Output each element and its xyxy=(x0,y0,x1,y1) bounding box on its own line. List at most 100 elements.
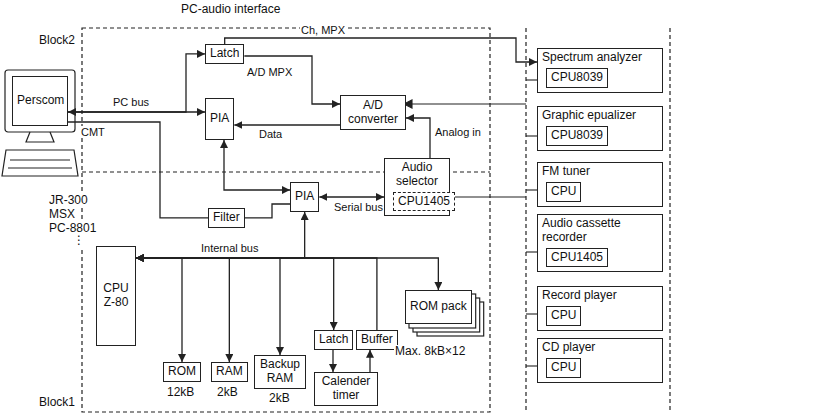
signal-connector xyxy=(319,196,384,197)
serial-bus-line xyxy=(525,28,526,412)
block-box: Latch xyxy=(205,44,244,64)
box-text: Perscom xyxy=(17,94,63,108)
signal-label: Internal bus xyxy=(200,242,259,254)
box-text: Buffer xyxy=(361,333,393,347)
block-box: Backup RAM xyxy=(254,355,306,389)
annotation-label: MSX xyxy=(48,208,76,221)
block-box: Record playerCPU xyxy=(537,286,663,331)
cpu-box: CPU1405 xyxy=(393,192,455,212)
signal-connector xyxy=(245,204,290,218)
block-box: Spectrum analyzerCPU8039 xyxy=(537,48,663,93)
box-text: ROM xyxy=(168,365,196,379)
box-text: Backup RAM xyxy=(259,358,301,386)
cpu-box: CPU1405 xyxy=(546,248,608,268)
annotation-label: 2kB xyxy=(216,386,239,399)
signal-connector xyxy=(68,54,205,112)
device-stub xyxy=(526,365,537,366)
analog-line xyxy=(412,103,526,104)
monitor-stand xyxy=(26,132,54,142)
cpu-box: CPU xyxy=(546,358,581,378)
box-text: CD player xyxy=(542,341,658,355)
box-text: CPU8039 xyxy=(551,71,603,85)
box-text: CPU1405 xyxy=(398,195,450,209)
serial-bus-stub xyxy=(450,196,526,197)
signal-connector xyxy=(136,258,280,355)
device-stub xyxy=(526,251,537,252)
block-box: PIA xyxy=(290,182,319,212)
signal-connector xyxy=(406,118,430,158)
box-text: Calender timer xyxy=(319,375,373,403)
annotation-label: 12kB xyxy=(166,386,195,399)
block-box: PIA xyxy=(205,98,234,140)
box-text: Latch xyxy=(319,333,348,347)
box-text: FM tuner xyxy=(542,165,658,179)
block-outlines xyxy=(82,28,670,412)
cpu-box: CPU8039 xyxy=(546,68,608,88)
signal-connector xyxy=(369,350,370,372)
block-box: Filter xyxy=(208,208,245,228)
signal-connector xyxy=(136,258,182,362)
box-text: Audio cassette recorder xyxy=(542,217,658,245)
device-stubs xyxy=(404,80,537,366)
block-box: Graphic epualizerCPU8039 xyxy=(537,106,663,151)
annotation-label: Block1 xyxy=(38,396,76,409)
block-box: Latch xyxy=(314,330,353,350)
device-stub xyxy=(526,135,537,136)
block-box: ROM pack xyxy=(405,290,472,324)
annotation-label: ⋮ xyxy=(72,234,86,247)
block-box: RAM xyxy=(211,362,248,382)
device-outline xyxy=(669,28,670,412)
box-text: Spectrum analyzer xyxy=(542,51,658,65)
signal-label: Serial bus xyxy=(333,201,384,213)
signal-label: PC bus xyxy=(112,96,150,108)
annotation-label: JR-300 xyxy=(48,194,89,207)
box-text: CPU xyxy=(551,361,576,375)
monitor-drawing xyxy=(2,70,78,176)
block-box: Audio cassette recorderCPU1405 xyxy=(537,214,663,272)
device-stub xyxy=(526,189,537,190)
annotation-label: 2kB xyxy=(268,392,291,405)
signal-label: Data xyxy=(258,128,283,140)
box-text: Record player xyxy=(542,289,658,303)
signal-label: A/D MPX xyxy=(246,66,293,78)
keyboard-row xyxy=(8,167,72,168)
signal-label: Ch, MPX xyxy=(300,24,346,36)
signal-connector xyxy=(244,56,340,104)
box-text: CPU8039 xyxy=(551,129,603,143)
device-stub xyxy=(526,313,537,314)
box-text: PIA xyxy=(210,112,229,126)
box-text: Latch xyxy=(210,47,239,61)
block-box: Audio selectorCPU1405 xyxy=(384,158,450,216)
signal-connector xyxy=(136,212,305,258)
box-text: CPU xyxy=(551,185,576,199)
block-box: Buffer xyxy=(356,330,398,350)
block-box: ROM xyxy=(163,362,201,382)
box-text: Audio selector xyxy=(389,161,445,189)
signal-connector xyxy=(136,258,334,330)
keyboard xyxy=(2,150,78,176)
signal-connector xyxy=(68,122,208,218)
block-box: FM tunerCPU xyxy=(537,162,663,207)
box-text: Filter xyxy=(213,211,240,225)
block-box: Calender timer xyxy=(314,372,378,406)
box-text: CPU Z-80 xyxy=(101,282,131,310)
box-text: CPU1405 xyxy=(551,251,603,265)
cpu-box: CPU xyxy=(546,306,581,326)
block-box: CPU Z-80 xyxy=(96,246,136,346)
block-box: Perscom xyxy=(12,76,68,126)
box-text: ROM pack xyxy=(410,300,467,314)
keyboard-row xyxy=(10,159,70,160)
signal-label: Analog in xyxy=(434,126,482,138)
signal-connector xyxy=(234,124,340,125)
box-text: A/D converter xyxy=(345,99,401,127)
box-text: CPU xyxy=(551,309,576,323)
box-text: PIA xyxy=(295,190,314,204)
interface-outline xyxy=(82,28,490,412)
cpu-box: CPU xyxy=(546,182,581,202)
signal-connector xyxy=(136,258,229,362)
block-box: A/D converter xyxy=(340,95,406,130)
monitor-bezel xyxy=(5,70,75,132)
block-box: CD playerCPU xyxy=(537,338,663,383)
box-text: RAM xyxy=(216,365,243,379)
